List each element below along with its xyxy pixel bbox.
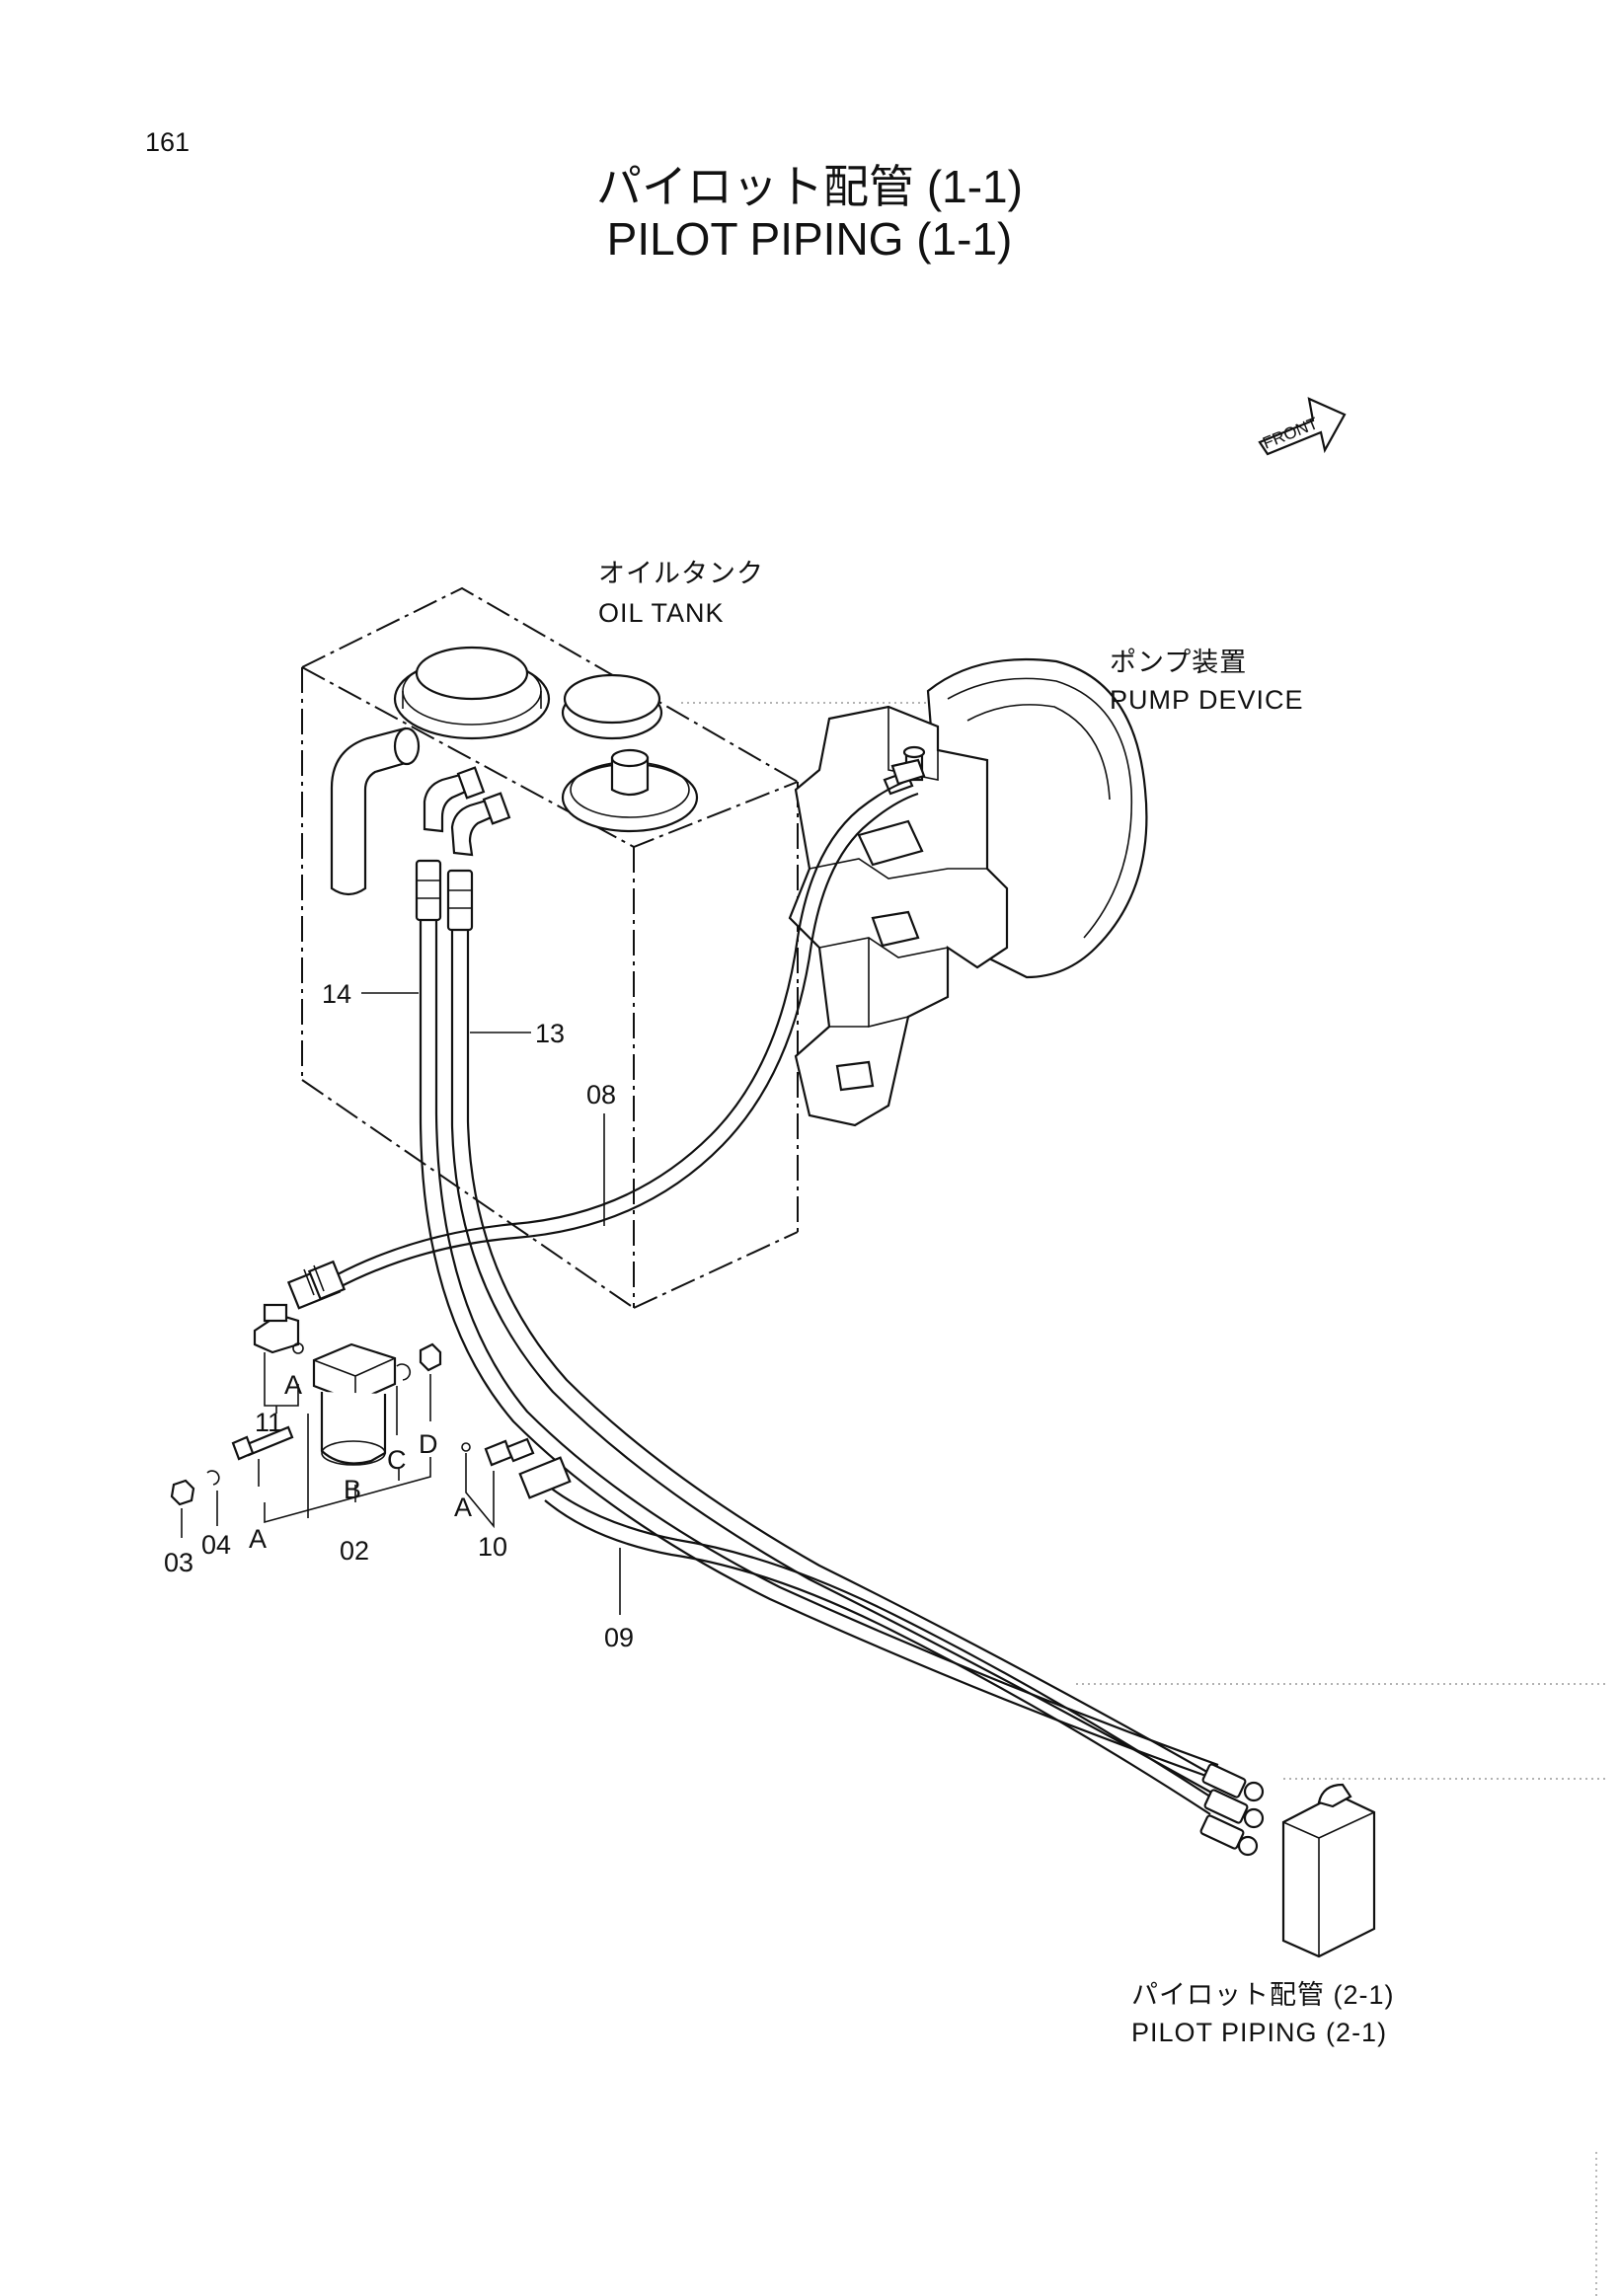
continuation-block bbox=[1199, 1763, 1376, 1958]
oil-tank-label-en: OIL TANK bbox=[598, 598, 725, 628]
pump-device bbox=[788, 657, 1148, 1127]
hose-09 bbox=[544, 1486, 1217, 1815]
hose-13 bbox=[450, 928, 1227, 1799]
sub-letter-d: D bbox=[419, 1429, 438, 1459]
callout-10: 10 bbox=[478, 1532, 507, 1562]
title-english: PILOT PIPING (1-1) bbox=[607, 213, 1013, 265]
sub-letter-a-filter: A bbox=[284, 1370, 302, 1400]
sub-letter-b: B bbox=[344, 1475, 361, 1504]
hose-08-pump-fitting bbox=[890, 758, 926, 786]
front-label: FRONT bbox=[1260, 414, 1320, 453]
callout-08: 08 bbox=[586, 1080, 616, 1110]
tank-elbow-fittings bbox=[423, 766, 511, 857]
callout-04: 04 bbox=[201, 1530, 231, 1560]
continuation-label-en: PILOT PIPING (2-1) bbox=[1131, 2018, 1387, 2047]
callout-leaders bbox=[181, 992, 621, 1615]
hose-08 bbox=[335, 776, 919, 1290]
tank-cap-strainer bbox=[561, 748, 699, 833]
tank-cap-large bbox=[393, 646, 551, 740]
page-number: 161 bbox=[145, 127, 190, 157]
filter-bolt bbox=[170, 1425, 294, 1506]
oil-tank-label-jp: オイルタンク bbox=[598, 559, 764, 588]
pump-device-label-en: PUMP DEVICE bbox=[1110, 685, 1304, 715]
adapter-10 bbox=[461, 1437, 572, 1499]
tank-suction-pipe bbox=[330, 727, 421, 896]
pump-device-label-jp: ポンプ装置 bbox=[1110, 648, 1247, 677]
callout-14: 14 bbox=[322, 979, 351, 1009]
callout-02: 02 bbox=[340, 1536, 369, 1566]
callout-11: 11 bbox=[255, 1408, 282, 1437]
continuation-label-jp: パイロット配管 (2-1) bbox=[1131, 1980, 1395, 2010]
hose-14 bbox=[419, 918, 1219, 1781]
oil-tank bbox=[301, 586, 799, 1309]
tank-cover-round bbox=[561, 673, 663, 740]
sub-letter-a-bolt: A bbox=[249, 1524, 267, 1554]
front-arrow-icon: FRONT bbox=[1258, 397, 1347, 456]
callout-03: 03 bbox=[164, 1548, 193, 1577]
hose-14-top-fitting bbox=[415, 859, 442, 922]
hose-13-top-fitting bbox=[446, 869, 474, 932]
callout-13: 13 bbox=[535, 1019, 565, 1048]
sub-letter-a-adapter: A bbox=[454, 1492, 472, 1522]
pilot-filter bbox=[253, 1303, 442, 1466]
title-japanese: パイロット配管 (1-1) bbox=[596, 161, 1023, 212]
hose-08-end-fitting bbox=[286, 1260, 347, 1310]
sub-letter-c: C bbox=[387, 1445, 407, 1475]
callout-09: 09 bbox=[604, 1623, 634, 1652]
